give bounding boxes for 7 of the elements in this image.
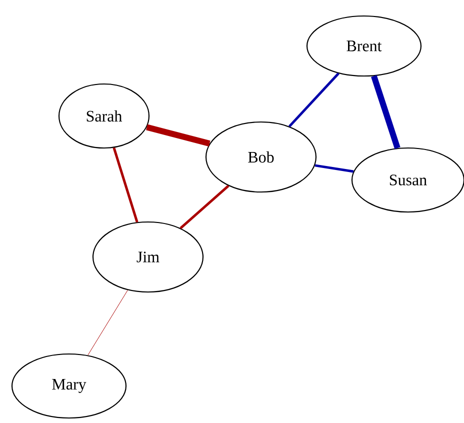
- connection-line: [180, 184, 230, 230]
- connection-line: [112, 147, 138, 223]
- connection-line: [288, 72, 340, 128]
- connection-line: [314, 164, 354, 173]
- connection-line: [88, 290, 128, 356]
- connection-line: [146, 124, 210, 146]
- connection-line: [371, 75, 400, 149]
